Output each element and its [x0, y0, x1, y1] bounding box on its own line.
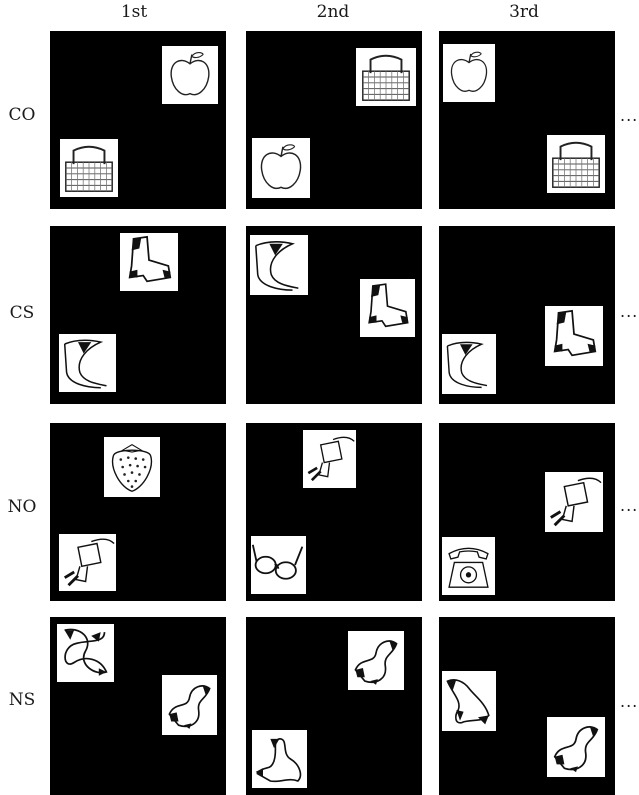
row-label-no: NO	[0, 497, 44, 517]
row-label-cs: CS	[0, 303, 44, 323]
column-header-3rd: 3rd	[464, 2, 584, 22]
panel-no-2nd	[246, 423, 422, 601]
panel-no-1st	[50, 423, 226, 601]
abstract-shape-b-icon	[120, 233, 178, 291]
panel-ns-1st	[50, 617, 226, 795]
abstract-shape-d-icon	[348, 631, 404, 690]
plug-icon	[59, 534, 116, 591]
panel-ns-3rd	[439, 617, 615, 795]
abstract-shape-a-icon	[250, 235, 308, 295]
column-header-1st: 1st	[74, 2, 194, 22]
abstract-shape-a-icon	[59, 334, 116, 392]
panel-no-3rd	[439, 423, 615, 601]
telephone-icon	[442, 537, 495, 595]
abstract-shape-e-icon	[442, 671, 496, 731]
continuation-ellipsis: ...	[620, 496, 638, 515]
row-label-ns: NS	[0, 690, 44, 710]
abstract-shape-d-icon	[547, 717, 605, 777]
panel-co-1st	[50, 31, 226, 209]
column-header-2nd: 2nd	[273, 2, 393, 22]
apple-icon	[443, 44, 495, 102]
row-label-co: CO	[0, 105, 44, 125]
panel-cs-3rd	[439, 226, 615, 404]
panel-co-2nd	[246, 31, 422, 209]
continuation-ellipsis: ...	[620, 106, 638, 125]
panel-cs-2nd	[246, 226, 422, 404]
apple-icon	[162, 46, 218, 104]
basket-icon	[60, 139, 118, 197]
abstract-shape-b-icon	[360, 279, 415, 337]
basket-icon	[356, 48, 416, 106]
basket-icon	[547, 135, 605, 193]
strawberry-icon	[104, 437, 160, 497]
continuation-ellipsis: ...	[620, 692, 638, 711]
panel-ns-2nd	[246, 617, 422, 795]
abstract-shape-a-icon	[442, 334, 496, 394]
continuation-ellipsis: ...	[620, 302, 638, 321]
abstract-shape-e-icon	[252, 730, 307, 788]
apple-icon	[252, 138, 310, 198]
abstract-shape-c-icon	[57, 624, 114, 682]
glasses-icon	[251, 536, 306, 594]
abstract-shape-b-icon	[545, 306, 603, 366]
panel-co-3rd	[439, 31, 615, 209]
plug-icon	[545, 472, 603, 532]
plug-icon	[303, 430, 356, 488]
abstract-shape-d-icon	[162, 675, 217, 735]
panel-cs-1st	[50, 226, 226, 404]
